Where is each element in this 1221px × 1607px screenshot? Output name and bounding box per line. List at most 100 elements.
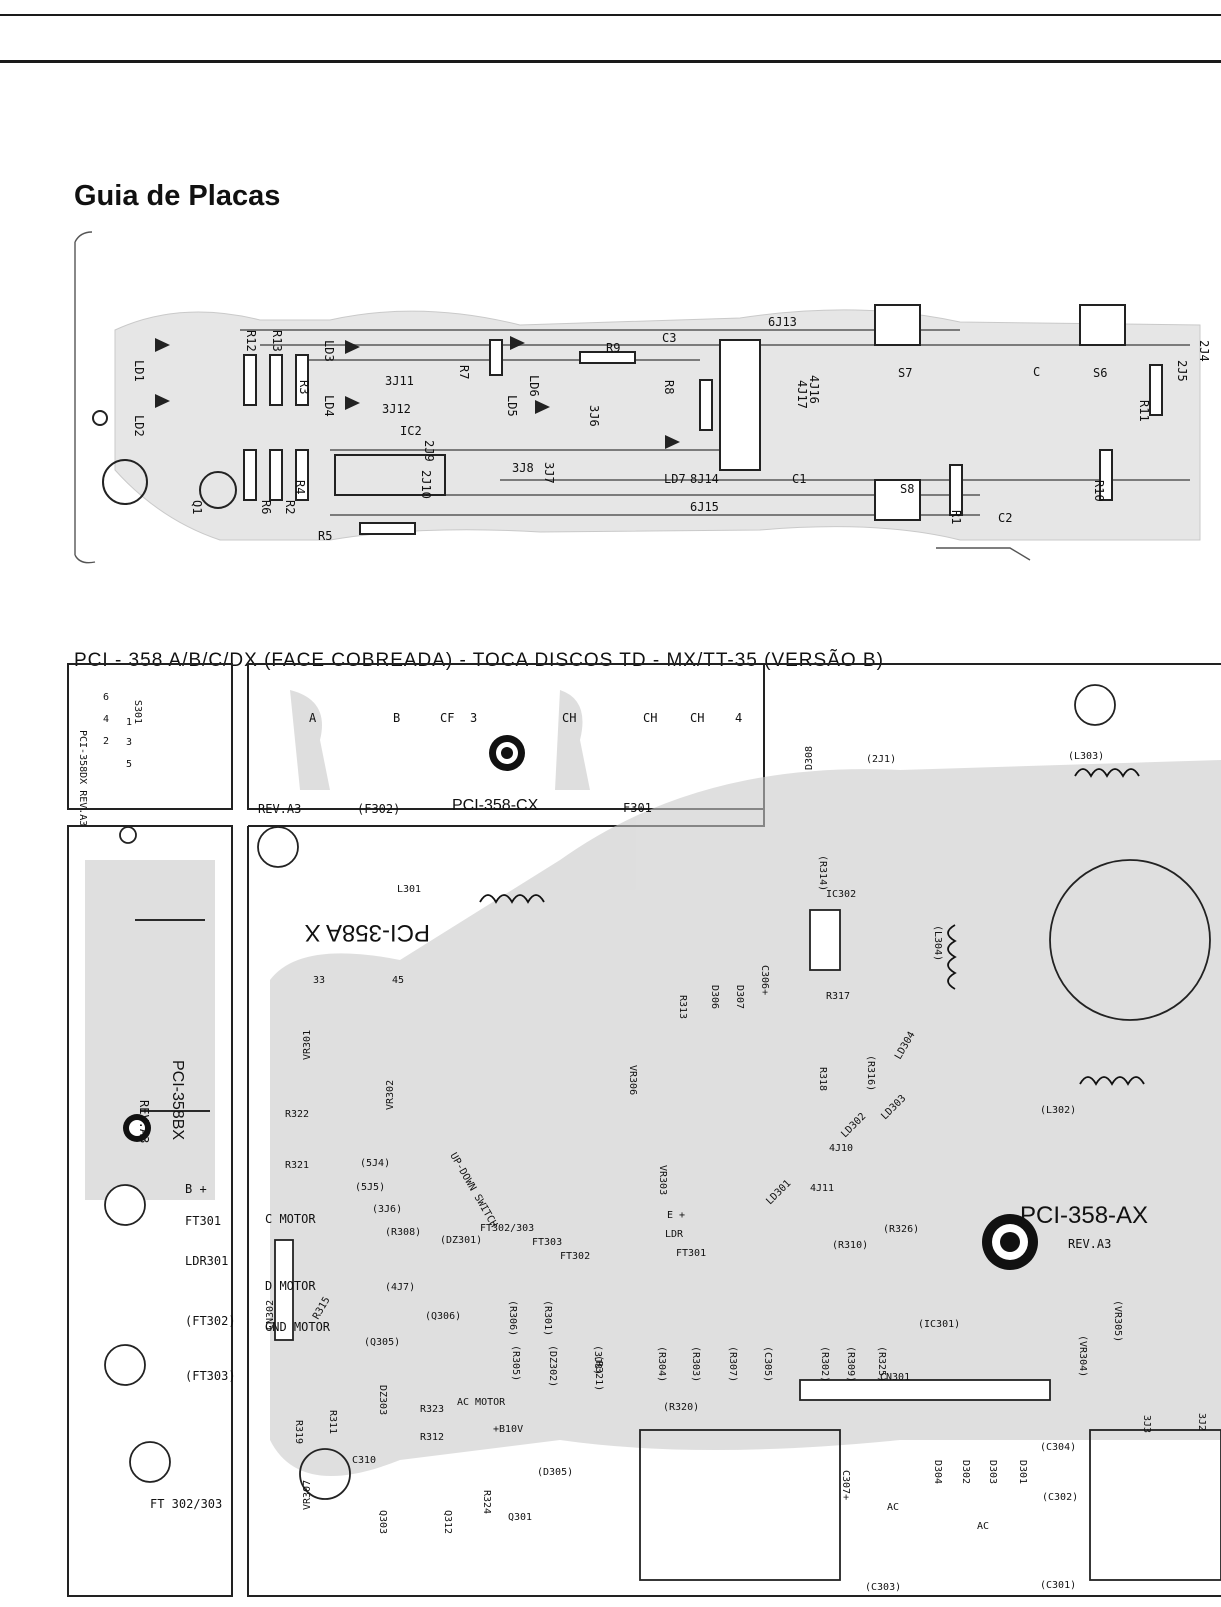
top-board-label: R8: [662, 380, 676, 394]
board-ax-label: (R304): [656, 1346, 667, 1382]
top-board-label: 2J4: [1197, 340, 1211, 362]
board-ax-label: (DZ301): [440, 1235, 482, 1246]
board-ax-label: (4J7): [385, 1282, 415, 1293]
board-ax-label: C306+: [759, 965, 770, 995]
top-board-label: LD1: [132, 360, 146, 382]
top-board-label: 3J11: [385, 374, 414, 388]
board-ax-label: FT302/303: [480, 1223, 534, 1234]
board-dx-label: 6: [103, 692, 109, 703]
board-ax-label: (L304): [932, 925, 943, 961]
board-ax-label: D302: [960, 1460, 971, 1484]
board-ax-label: (R321): [593, 1355, 604, 1391]
board-ax-label: 3J2: [1196, 1413, 1207, 1431]
top-board-label: S8: [900, 482, 914, 496]
board-ax-label: D301: [1017, 1460, 1028, 1484]
board-ax-label: (C305): [762, 1346, 773, 1382]
board-bx-label: FT301: [185, 1214, 221, 1228]
board-ax-label: (Q305): [364, 1337, 400, 1348]
board-dx-outline: [67, 663, 233, 810]
board-ax-label: Q303: [377, 1510, 388, 1534]
top-board-label: C: [1033, 365, 1040, 379]
board-ax-label: (L302): [1040, 1105, 1076, 1116]
board-ax-label: Q312: [442, 1510, 453, 1534]
top-board-label: 3J6: [587, 405, 601, 427]
board-ax-label: R317: [826, 991, 850, 1002]
board-ax-label: CN301: [880, 1372, 910, 1383]
board-bx-label: PCI-358BX: [169, 1060, 186, 1140]
board-ax-label: (3J8): [592, 1345, 603, 1375]
board-ax-label: R321: [285, 1160, 309, 1171]
top-board-label: R12: [244, 330, 258, 352]
board-ax-label: R319: [293, 1420, 304, 1444]
top-board-label: R2: [283, 500, 297, 514]
top-board-label: R3: [297, 380, 311, 394]
board-ax-label: VR306: [627, 1065, 638, 1095]
board-bx-label: (FT303): [185, 1369, 236, 1383]
board-ax-label: R323: [420, 1404, 444, 1415]
board-ax-label: VR307: [302, 1480, 313, 1510]
board-ax-label: (R307): [727, 1346, 738, 1382]
top-board-label: 2J10: [419, 470, 433, 499]
top-board-label: LD2: [132, 415, 146, 437]
top-board-label: LD4: [322, 395, 336, 417]
board-ax-label: (C301): [1040, 1580, 1076, 1591]
board-ax-label: IC302: [826, 889, 856, 900]
top-board-label: R6: [259, 500, 273, 514]
board-ax-label: (VR304): [1077, 1335, 1088, 1377]
board-dx-label: S301: [132, 700, 143, 724]
board-bx-label: GND MOTOR: [265, 1320, 331, 1334]
top-board-label: 6J13: [768, 315, 797, 329]
board-ax-label: (R316): [865, 1055, 876, 1091]
board-ax-label: (2J1): [866, 754, 896, 765]
board-ax-label: (DZ302): [547, 1345, 558, 1387]
board-cx-label: PCI-358-CX: [452, 797, 539, 814]
board-ax-label: (Q306): [425, 1311, 461, 1322]
top-board-label: R9: [606, 341, 620, 355]
board-ax-label: FT302: [560, 1251, 590, 1262]
top-rule: [0, 14, 1221, 16]
top-board-label: 3J12: [382, 402, 411, 416]
board-cx-label: (F302): [357, 802, 400, 816]
board-bx-label: B +: [185, 1182, 207, 1196]
board-bx-label: LDR301: [185, 1254, 228, 1268]
top-board-label: S6: [1093, 366, 1107, 380]
board-ax-label: (R301): [542, 1300, 553, 1336]
board-ax-label: FT303: [532, 1237, 562, 1248]
board-ax-label: FT301: [676, 1248, 706, 1259]
board-ax-label: C307+: [840, 1470, 851, 1500]
board-ax-label: R311: [327, 1410, 338, 1434]
board-ax-label: 4J11: [810, 1183, 834, 1194]
board-ax-label: R324: [481, 1490, 492, 1514]
board-cx-label: 4: [735, 711, 742, 725]
top-board-label: LD5: [505, 395, 519, 417]
board-ax-label: (R320): [663, 1402, 699, 1413]
top-board-label: IC2: [400, 424, 422, 438]
board-ax-label: D303: [987, 1460, 998, 1484]
top-board-label: R1: [949, 510, 963, 524]
board-cx-label: F301: [623, 801, 652, 815]
board-ax-label: VR303: [657, 1165, 668, 1195]
board-ax-label: E +: [667, 1210, 685, 1221]
board-ax-label: LDR: [665, 1229, 684, 1240]
board-cx-label: CH: [690, 711, 704, 725]
top-board-label: 4J16: [807, 375, 821, 404]
top-board-label: R13: [270, 330, 284, 352]
board-bx-label: REV.A3: [137, 1100, 151, 1143]
board-ax-label: L301: [397, 884, 421, 895]
board-ax-label: AC: [887, 1502, 899, 1513]
top-board-label: LD7: [664, 472, 686, 486]
board-ax-label: +B10V: [493, 1424, 523, 1435]
board-ax-label: (R309): [845, 1346, 856, 1382]
board-ax-label: 3J3: [1141, 1415, 1152, 1433]
board-ax-label: (L303): [1068, 751, 1104, 762]
board-ax-label: 33: [313, 975, 325, 986]
board-cx-label: 3: [470, 711, 477, 725]
board-ax-label: (R325): [876, 1346, 887, 1382]
board-ax-label: (R310): [832, 1240, 868, 1251]
top-board-label: 3J8: [512, 461, 534, 475]
header-rule: [0, 60, 1221, 63]
board-bx-label: C MOTOR: [265, 1212, 316, 1226]
board-ax-rev: REV.A3: [1068, 1237, 1111, 1251]
board-ax-name: PCI-358-AX: [1020, 1202, 1148, 1229]
